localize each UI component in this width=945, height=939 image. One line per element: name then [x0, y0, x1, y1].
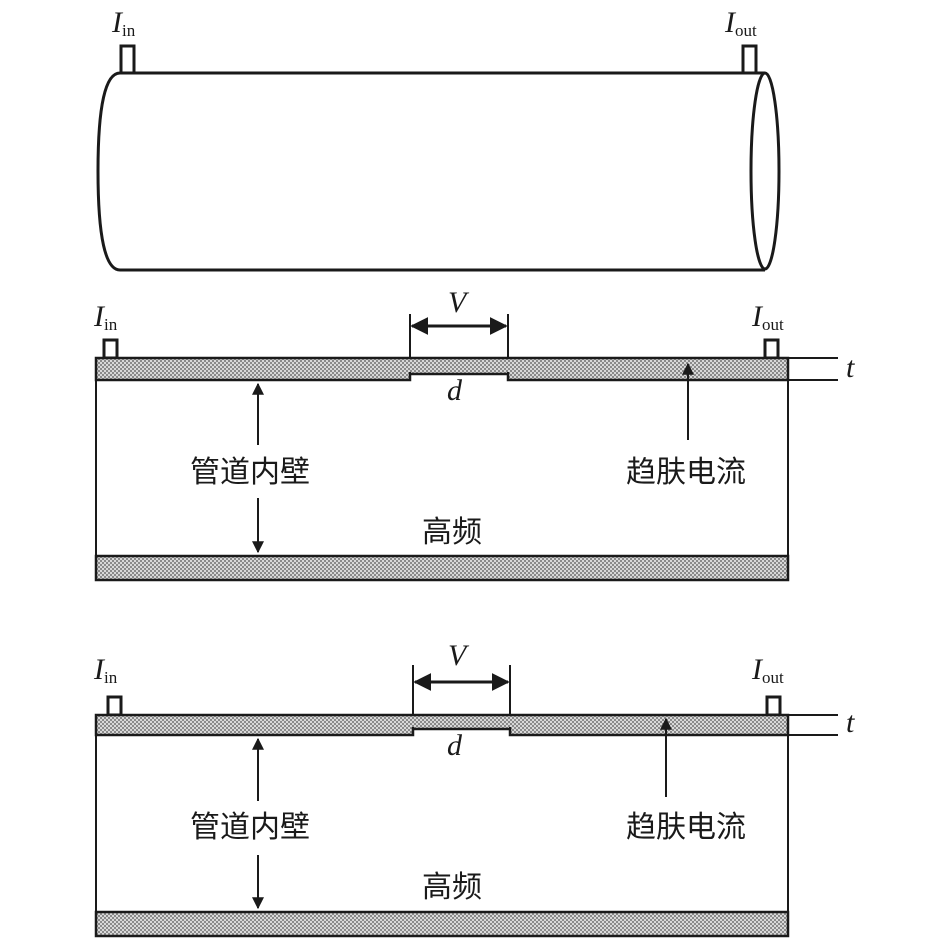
bottom-wall [94, 910, 790, 938]
section-input-label: Iin [93, 300, 118, 334]
thickness-label: t [846, 351, 855, 384]
cylinder-end-ellipse [749, 71, 781, 271]
inner-wall-label: 管道内壁 [190, 455, 310, 490]
cylinder-body [96, 71, 765, 272]
cylinder-input-terminal [119, 44, 136, 75]
defect-notch [412, 727, 511, 735]
frequency-label: 高频 [422, 515, 482, 550]
defect-depth-label: d [447, 729, 463, 762]
section-output-terminal [763, 338, 780, 360]
defect-notch [409, 372, 509, 380]
thickness-label: t [846, 706, 855, 739]
section-input-terminal [102, 338, 119, 360]
defect-depth-label: d [447, 374, 463, 407]
cylinder-output-label: Iout [724, 6, 757, 40]
defect-width-label: V [448, 639, 470, 672]
top-wall [94, 713, 790, 737]
cross-section-2: Iin Iout V d t 管道内壁 趋肤电流 高频 [93, 639, 855, 938]
section-input-terminal [106, 695, 123, 717]
frequency-label: 高频 [422, 870, 482, 905]
cylinder-input-label: Iin [111, 6, 136, 40]
section-output-label: Iout [751, 300, 784, 334]
pipe-cylinder: Iin Iout [96, 6, 781, 272]
inner-wall-label: 管道内壁 [190, 810, 310, 845]
section-output-terminal [765, 695, 782, 717]
cross-section-1: Iin Iout V d t 管道内壁 趋肤电流 高频 [93, 286, 855, 582]
section-input-label: Iin [93, 653, 118, 687]
bottom-wall [94, 554, 790, 582]
skin-current-label: 趋肤电流 [626, 455, 746, 490]
cylinder-output-terminal [741, 44, 758, 75]
section-output-label: Iout [751, 653, 784, 687]
top-wall [94, 356, 790, 382]
skin-current-label: 趋肤电流 [626, 810, 746, 845]
defect-width-label: V [448, 286, 470, 319]
